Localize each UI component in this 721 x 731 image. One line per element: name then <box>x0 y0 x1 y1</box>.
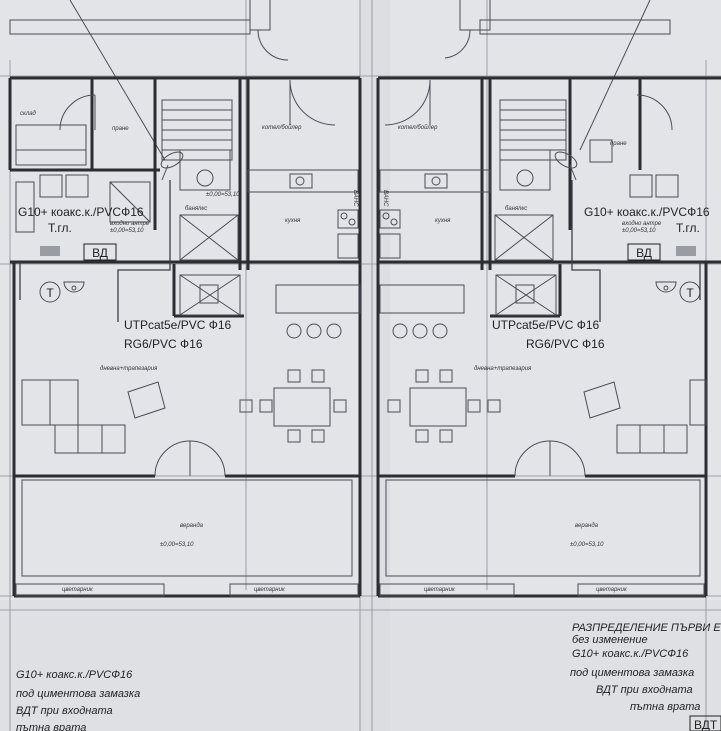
room-label: склад <box>20 111 37 117</box>
vdt-box <box>689 715 721 731</box>
cable-label-coax: G10+ коакс.к./PVCФ16 <box>584 205 710 219</box>
svg-text:T: T <box>46 286 54 300</box>
level-mark: входно антре <box>110 221 150 227</box>
room-label: баня/wc <box>505 206 527 212</box>
vdt-box-label: ВД <box>636 246 652 260</box>
vdt-panel <box>40 246 60 256</box>
upper-fragments <box>9 0 671 61</box>
room-label: баня/wc <box>185 206 207 212</box>
note-line: ВДТ при входната <box>16 705 113 717</box>
cable-label-rg6: RG6/PVC Ф16 <box>526 337 605 351</box>
note-coax: G10+ коакс.к./PVCФ16 <box>16 669 133 681</box>
room-label: цветарник <box>254 587 286 593</box>
leader-line-right <box>579 0 651 151</box>
note-line: под циментова замазка <box>570 667 694 679</box>
note-line: ВДТ при входната <box>596 684 693 696</box>
vdt-box-label: ВД <box>92 246 108 260</box>
room-label: веранда <box>180 523 204 529</box>
note-line: пътна врата <box>630 701 700 713</box>
side-label: ВАНС <box>352 190 358 207</box>
satellite-dish-icon <box>160 151 184 181</box>
vdt-panel <box>676 246 696 256</box>
room-label: дневна+трапезария <box>474 366 532 372</box>
sheet-subtitle: без изменение <box>572 634 648 646</box>
room-label: пране <box>112 126 129 132</box>
room-label: цветарник <box>62 587 94 593</box>
level-mark: входно антре <box>622 221 662 227</box>
room-label: кухня <box>285 218 301 224</box>
side-label: ВАНС <box>382 190 388 207</box>
room-label: котел/бойлер <box>398 124 438 131</box>
phone-socket-icon: T <box>39 281 61 303</box>
vdt-box <box>83 243 117 261</box>
note-line: под циментова замазка <box>16 688 140 700</box>
vdt-box <box>627 243 661 261</box>
room-label: котел/бойлер <box>262 124 302 131</box>
room-label: цветарник <box>424 587 456 593</box>
level-mark: ±0,00=53,10 <box>110 228 144 234</box>
leader-line-left <box>69 0 166 161</box>
cable-label-utp: UTPcat5e/PVC Ф16 <box>492 318 599 332</box>
level-mark: ±0,00=53,10 <box>570 542 604 548</box>
cable-label-phone: Т.гл. <box>676 221 700 235</box>
note-coax: G10+ коакс.к./PVCФ16 <box>572 648 689 660</box>
room-label: дневна+трапезария <box>100 366 158 372</box>
cable-label-phone: Т.гл. <box>48 221 72 235</box>
cable-label-utp: UTPcat5e/PVC Ф16 <box>124 318 231 332</box>
washbasin-icon <box>655 281 677 293</box>
vdt-box-label: ВДТ <box>694 718 718 731</box>
sheet-title: РАЗПРЕДЕЛЕНИЕ ПЪРВИ ЕТАЖ <box>572 622 721 634</box>
room-label: цветарник <box>596 587 628 593</box>
level-mark: ±0,00=53,10 <box>206 192 240 198</box>
left-unit-details <box>15 79 361 597</box>
cable-label-coax: G10+ коакс.к./PVCФ16 <box>18 205 144 219</box>
svg-text:T: T <box>686 286 694 300</box>
satellite-dish-icon <box>554 151 578 181</box>
cable-label-rg6: RG6/PVC Ф16 <box>124 337 203 351</box>
level-mark: ±0,00=53,10 <box>160 542 194 548</box>
room-label: пране <box>610 141 627 147</box>
right-unit-details <box>379 79 707 597</box>
level-mark: ±0,00=53,10 <box>622 228 656 234</box>
note-line: пътна врата <box>16 722 86 731</box>
washbasin-icon <box>63 281 85 293</box>
room-label: кухня <box>435 218 451 224</box>
cable-route <box>19 180 701 322</box>
room-label: веранда <box>575 523 599 529</box>
